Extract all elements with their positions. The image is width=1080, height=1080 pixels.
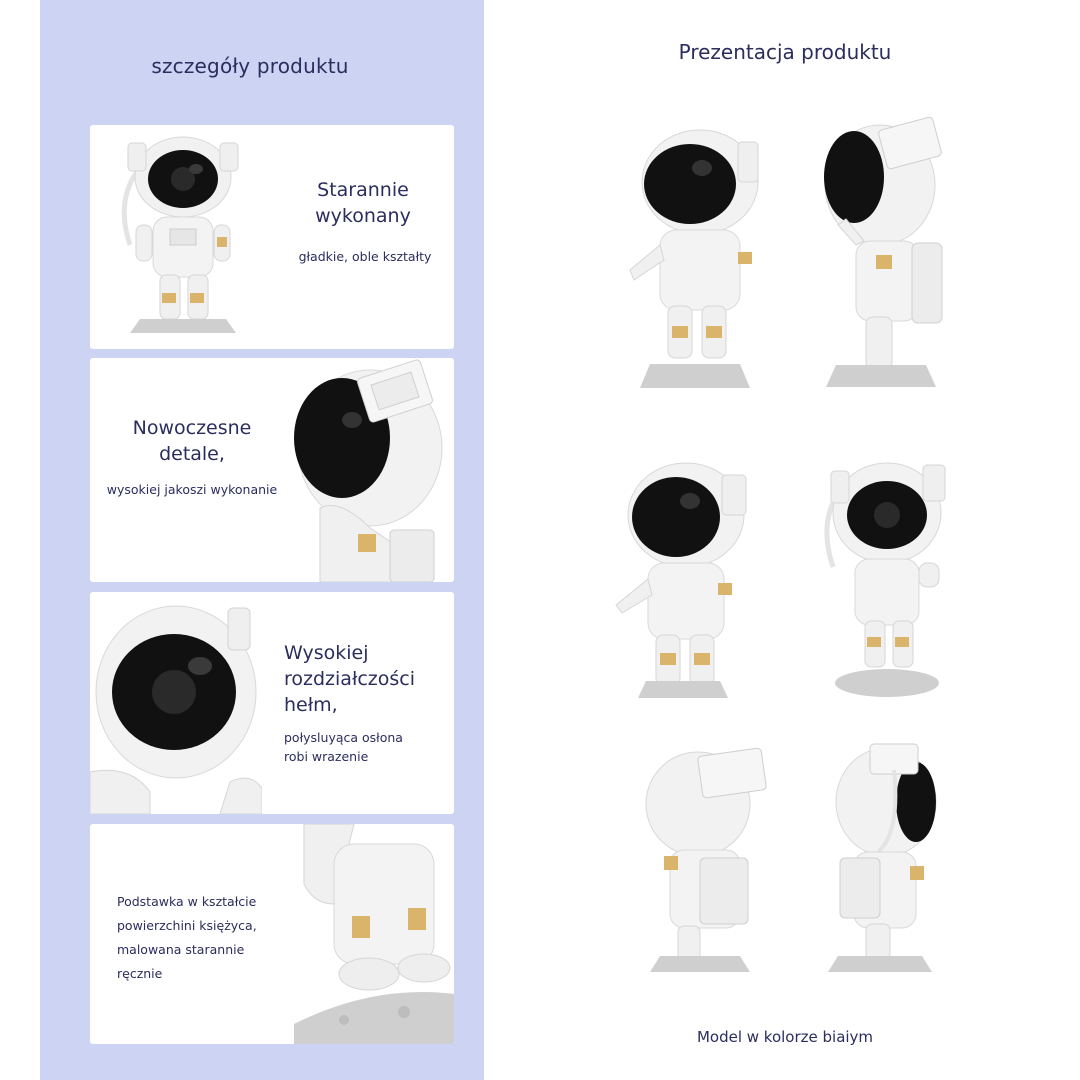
product-details-panel: szczegóły produktu Starannie wykonany	[40, 0, 484, 1080]
card-4-sub-line-1: Podstawka w kształcie	[117, 894, 257, 909]
astronaut-back-left-view	[645, 747, 767, 972]
astronaut-side-right-view	[824, 116, 943, 387]
astronaut-back-right-view	[828, 743, 937, 972]
astronaut-front-view	[824, 462, 946, 697]
card-1-sub-line-1: gładkie, oble kształty	[298, 249, 432, 264]
card-3-sub-line-1: połysluyąca osłona	[284, 730, 403, 745]
presentation-title: Prezentacja produktu	[678, 40, 892, 64]
astronaut-front-angle-view	[615, 462, 747, 698]
card-3-heading-line-3: hełm,	[284, 694, 338, 716]
detail-card-2: Nowoczesne detale, wysokiej jakoszi wyko…	[90, 358, 454, 582]
card-1-heading-line-2: wykonany	[315, 205, 411, 227]
detail-card-3: Wysokiej rozdziałczości hełm, połysluyąc…	[90, 592, 454, 814]
details-title: szczegóły produktu	[151, 54, 349, 78]
card-3-heading-line-1: Wysokiej	[284, 642, 369, 664]
detail-card-1: Starannie wykonany gładkie, oble kształt…	[90, 125, 454, 349]
card-1-heading-line-1: Starannie	[317, 179, 409, 201]
card-4-sub-line-3: malowana starannie	[117, 942, 245, 957]
astronaut-front-image	[121, 136, 239, 333]
astronaut-base-closeup-image	[294, 824, 454, 1044]
astronaut-side-closeup-image	[294, 359, 443, 582]
astronaut-front-left-view	[629, 129, 759, 388]
card-4-sub-line-4: ręcznie	[117, 966, 163, 981]
card-2-heading-line-1: Nowoczesne	[132, 417, 252, 439]
model-caption: Model w kolorze biaiym	[696, 1028, 874, 1046]
astronaut-helmet-closeup-image	[90, 605, 262, 814]
card-3-heading-line-2: rozdziałczości	[284, 668, 416, 690]
card-2-sub-line-1: wysokiej jakoszi wykonanie	[106, 482, 278, 497]
detail-card-4: Podstawka w kształcie powierzchini księż…	[90, 824, 454, 1044]
card-4-sub-line-2: powierzchini księżyca,	[117, 918, 257, 933]
card-3-sub-line-2: robi wrazenie	[284, 749, 369, 764]
card-2-heading-line-2: detale,	[159, 443, 225, 465]
